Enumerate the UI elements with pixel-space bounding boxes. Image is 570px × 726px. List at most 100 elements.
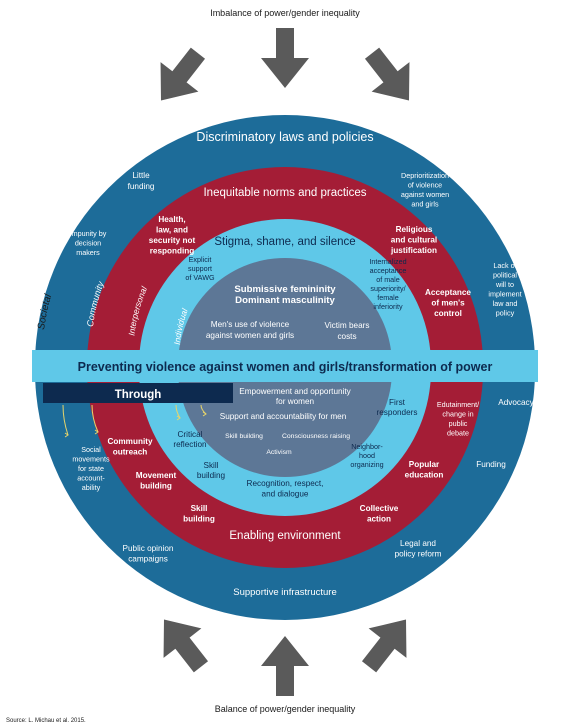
inner-item-first-responders-line: First — [389, 398, 406, 407]
middle-item-community-outreach-line: Community — [107, 437, 152, 446]
through-connectors — [62, 404, 207, 438]
core-item-mens-violence-line: Men's use of violence — [211, 320, 290, 329]
core-item-empowerment-line: for women — [276, 397, 315, 406]
outer-item-little-funding-line: funding — [128, 182, 155, 191]
middle-item-health-law-line: law, and — [156, 226, 188, 235]
core-top — [178, 258, 392, 352]
connector-outer — [62, 404, 69, 436]
core-item-activism-line: Activism — [266, 449, 292, 456]
outer-item-public-opinion-line: campaigns — [128, 555, 168, 564]
middle-item-health-law-line: responding — [150, 247, 195, 256]
core-bottom — [178, 380, 392, 477]
outer-item-advocacy-line: Advocacy — [498, 398, 534, 407]
inner-item-first-responders-line: responders — [377, 408, 418, 417]
inner-item-skill-building-line: Skill — [203, 461, 218, 470]
connector-inner — [175, 404, 181, 419]
inner-title-top: Stigma, shame, and silence — [214, 236, 355, 248]
outer-item-little-funding-line: Little — [132, 171, 150, 180]
outer-item-impunity-line: Impunity by — [70, 229, 107, 238]
middle-item-collective-action-line: Collective — [360, 504, 399, 513]
core-item-support-accountability-line: Support and accountability for men — [220, 412, 347, 421]
middle-item-edutainment-line: Edutainment/ — [437, 400, 479, 409]
core-item-mens-violence-line: against women and girls — [206, 331, 294, 340]
arrow-up-bottom — [261, 636, 309, 696]
outer-item-deprioritization-line: of violence — [408, 181, 442, 190]
inner-item-explicit-support-line: support — [188, 264, 212, 273]
inner-item-critical-reflection-line: reflection — [173, 440, 207, 449]
core-item-victim-costs-line: costs — [337, 332, 356, 341]
core-item-consciousness-line: Consciousness raising — [282, 433, 350, 440]
inner-title-recognition-line: Recognition, respect, — [247, 479, 324, 488]
inner-item-explicit-support-line: of VAWG — [185, 273, 215, 282]
inner-title-recognition-line: and dialogue — [262, 490, 309, 499]
outer-item-social-movements-line: ability — [82, 483, 101, 492]
outer-item-lack-of-will-line: law and — [493, 299, 518, 308]
middle-item-religious-line: and cultural — [391, 236, 437, 245]
core-item-support-accountability: Support and accountability for men — [220, 412, 347, 421]
middle-item-community-outreach-line: outreach — [113, 448, 148, 457]
outer-item-impunity-line: decision — [75, 239, 101, 248]
middle-item-collective-action-line: action — [367, 515, 391, 524]
inner-title-recognition: Recognition, respect, and dialogue — [247, 479, 324, 499]
arrow-top-left — [160, 47, 206, 101]
middle-item-religious-line: Religious — [396, 225, 433, 234]
middle-item-acceptance-line: control — [434, 309, 462, 318]
through-box — [43, 383, 233, 403]
outer-item-social-movements-line: Social — [81, 445, 101, 454]
middle-item-health-law-line: Health, — [158, 215, 185, 224]
core-item-femininity-masculinity-line: Submissive femininity — [234, 284, 336, 295]
outer-item-advocacy: Advocacy — [498, 398, 534, 407]
middle-item-acceptance-line: Acceptance — [425, 288, 471, 297]
outer-item-social-movements-line: for state — [78, 464, 104, 473]
outer-item-little-funding: Little funding — [128, 171, 155, 191]
middle-item-acceptance-line: of men's — [431, 299, 465, 308]
middle-item-edutainment-line: change in — [442, 410, 473, 419]
outer-title-bottom: Supportive infrastructure — [233, 587, 337, 598]
middle-item-skill-building-line: Skill — [191, 504, 208, 513]
inner-item-neighborhood-line: Neighbor- — [351, 442, 383, 451]
outer-item-funding: Funding — [476, 460, 506, 469]
core-item-skill-building-line: Skill building — [225, 433, 263, 440]
middle-item-community-outreach: Community outreach — [107, 437, 152, 457]
middle-item-health-law-line: security not — [149, 236, 196, 245]
band-text: Preventing violence against women and gi… — [78, 360, 493, 374]
outer-item-public-opinion-line: Public opinion — [123, 544, 174, 553]
inner-item-skill-building-line: building — [197, 471, 226, 480]
outer-item-impunity-line: makers — [76, 248, 100, 257]
connector-middle — [91, 404, 99, 433]
outer-item-public-opinion: Public opinion campaigns — [123, 544, 174, 564]
arrow-bottom-right — [361, 619, 407, 673]
core-item-activism: Activism — [266, 449, 292, 456]
outer-title-top: Discriminatory laws and policies — [196, 130, 373, 144]
outer-item-deprioritization-line: against women — [401, 190, 449, 199]
central-band — [32, 350, 538, 382]
middle-title-top: Inequitable norms and practices — [203, 187, 366, 199]
connector-outer-head — [64, 432, 69, 438]
outer-item-social-movements-line: movements — [72, 455, 110, 464]
outer-item-funding-line: Funding — [476, 460, 506, 469]
connector-inner-head — [176, 415, 181, 421]
core-item-skill-building: Skill building — [225, 433, 263, 440]
middle-item-edutainment-line: public — [449, 419, 468, 428]
middle-item-movement-building-line: building — [140, 482, 172, 491]
inner-item-internalized-line: female — [377, 293, 399, 302]
core-item-consciousness: Consciousness raising — [282, 433, 350, 440]
inner-item-internalized-line: acceptance — [370, 266, 407, 275]
arrows — [160, 28, 410, 696]
